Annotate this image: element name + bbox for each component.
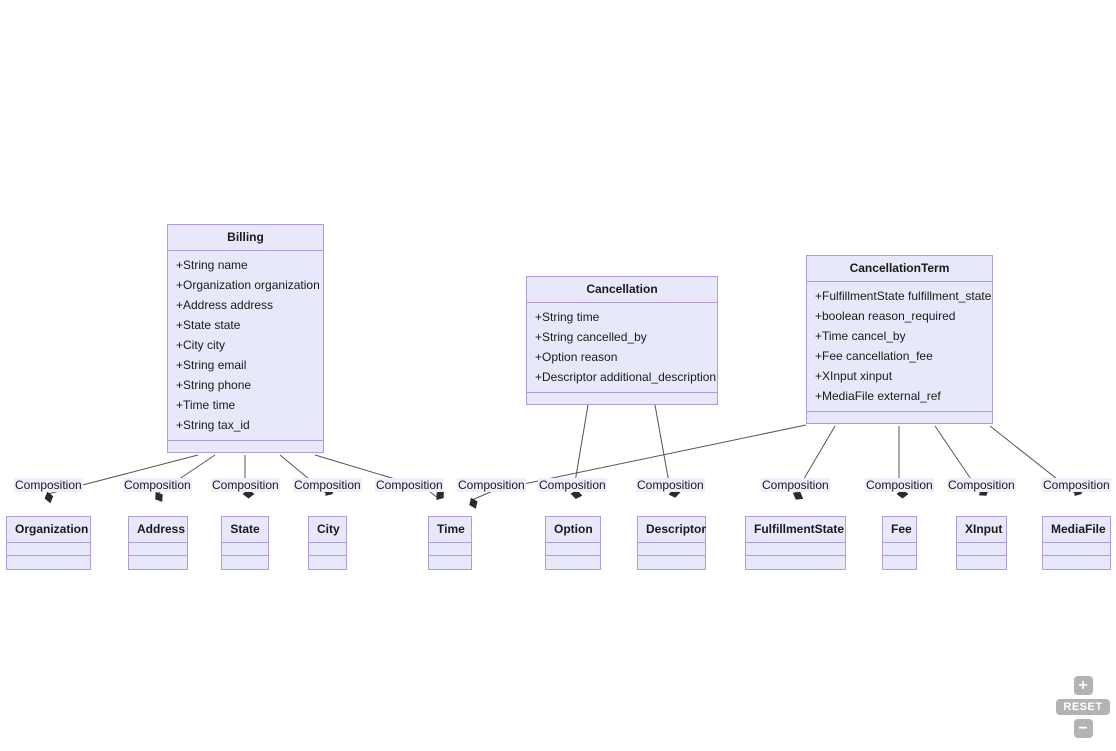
class-title-billing: Billing	[168, 225, 323, 251]
class-box-time[interactable]: Time	[428, 516, 472, 570]
class-title-mediafile: MediaFile	[1043, 517, 1110, 543]
class-attributes-xinput	[957, 543, 1006, 556]
class-methods-descriptor	[638, 556, 705, 569]
class-box-option[interactable]: Option	[545, 516, 601, 570]
class-box-address[interactable]: Address	[128, 516, 188, 570]
class-title-time: Time	[429, 517, 471, 543]
class-methods-time	[429, 556, 471, 569]
attribute-row: +Option reason	[535, 350, 618, 364]
class-box-xinput[interactable]: XInput	[956, 516, 1007, 570]
edge-label-composition: Composition	[538, 478, 607, 492]
class-attributes-state	[222, 543, 268, 556]
edge-label-composition: Composition	[123, 478, 192, 492]
class-attributes-city	[309, 543, 346, 556]
attribute-row: +Organization organization	[176, 278, 320, 292]
class-box-billing[interactable]: Billing +String name +Organization organ…	[167, 224, 324, 453]
attribute-row: +String tax_id	[176, 418, 250, 432]
attribute-row: +Address address	[176, 298, 274, 312]
attribute-row: +FulfillmentState fulfillment_state	[815, 289, 992, 303]
attribute-row: +Time time	[176, 398, 236, 412]
class-title-descriptor: Descriptor	[638, 517, 706, 543]
edge-label-composition: Composition	[761, 478, 830, 492]
attribute-row: +String cancelled_by	[535, 330, 647, 344]
class-attributes-address	[129, 543, 187, 556]
class-methods-mediafile	[1043, 556, 1110, 569]
zoom-in-button[interactable]: +	[1073, 676, 1093, 695]
class-methods-fee	[883, 556, 916, 569]
class-methods-billing	[168, 441, 323, 452]
class-methods-city	[309, 556, 346, 569]
class-box-city[interactable]: City	[308, 516, 347, 570]
class-title-xinput: XInput	[957, 517, 1006, 543]
edge-label-composition: Composition	[457, 478, 526, 492]
attribute-row: +String phone	[176, 378, 252, 392]
class-methods-option	[546, 556, 600, 569]
class-attributes-fee	[883, 543, 916, 556]
class-box-cancellation[interactable]: Cancellation +String time +String cancel…	[526, 276, 718, 405]
edge-label-composition: Composition	[636, 478, 705, 492]
class-methods-cancellationterm	[807, 412, 992, 423]
class-methods-fulfillmentstate	[746, 556, 845, 569]
edge-label-composition: Composition	[865, 478, 934, 492]
attribute-row: +String time	[535, 310, 600, 324]
class-title-organization: Organization	[7, 517, 90, 543]
attribute-row: +String name	[176, 258, 248, 272]
class-title-city: City	[309, 517, 346, 543]
class-attributes-fulfillmentstate	[746, 543, 845, 556]
class-methods-state	[222, 556, 268, 569]
class-attributes-descriptor	[638, 543, 705, 556]
attribute-row: +String email	[176, 358, 247, 372]
edge-label-composition: Composition	[211, 478, 280, 492]
attribute-row: +City city	[176, 338, 226, 352]
class-attributes-option	[546, 543, 600, 556]
class-attributes-mediafile	[1043, 543, 1110, 556]
class-attributes-time	[429, 543, 471, 556]
attribute-row: +boolean reason_required	[815, 309, 956, 323]
class-methods-cancellation	[527, 393, 717, 404]
class-box-fee[interactable]: Fee	[882, 516, 917, 570]
edge-label-composition: Composition	[947, 478, 1016, 492]
edge-label-composition: Composition	[14, 478, 83, 492]
class-methods-organization	[7, 556, 90, 569]
edge-label-composition: Composition	[293, 478, 362, 492]
class-box-fulfillmentstate[interactable]: FulfillmentState	[745, 516, 846, 570]
class-title-option: Option	[546, 517, 600, 543]
attribute-row: +Descriptor additional_description	[535, 370, 717, 384]
class-title-cancellation: Cancellation	[527, 277, 717, 303]
class-title-address: Address	[129, 517, 187, 543]
zoom-reset-button[interactable]: RESET	[1056, 699, 1110, 715]
attribute-row: +Fee cancellation_fee	[815, 349, 933, 363]
class-attributes-cancellationterm: +FulfillmentState fulfillment_state +boo…	[807, 282, 992, 412]
zoom-out-button[interactable]: −	[1073, 719, 1093, 738]
attribute-row: +Time cancel_by	[815, 329, 906, 343]
attribute-row: +State state	[176, 318, 241, 332]
class-title-state: State	[222, 517, 268, 543]
class-box-cancellationterm[interactable]: CancellationTerm +FulfillmentState fulfi…	[806, 255, 993, 424]
class-box-state[interactable]: State	[221, 516, 269, 570]
class-box-mediafile[interactable]: MediaFile	[1042, 516, 1111, 570]
class-box-descriptor[interactable]: Descriptor	[637, 516, 706, 570]
edge-label-composition: Composition	[1042, 478, 1111, 492]
class-title-fulfillmentstate: FulfillmentState	[746, 517, 845, 543]
class-title-fee: Fee	[883, 517, 916, 543]
class-title-cancellationterm: CancellationTerm	[807, 256, 992, 282]
class-attributes-cancellation: +String time +String cancelled_by +Optio…	[527, 303, 717, 393]
class-methods-xinput	[957, 556, 1006, 569]
attribute-row: +XInput xinput	[815, 369, 893, 383]
class-attributes-organization	[7, 543, 90, 556]
edge-label-composition: Composition	[375, 478, 444, 492]
class-box-organization[interactable]: Organization	[6, 516, 91, 570]
zoom-controls: + RESET −	[1056, 676, 1110, 738]
class-attributes-billing: +String name +Organization organization …	[168, 251, 323, 441]
class-methods-address	[129, 556, 187, 569]
attribute-row: +MediaFile external_ref	[815, 389, 941, 403]
